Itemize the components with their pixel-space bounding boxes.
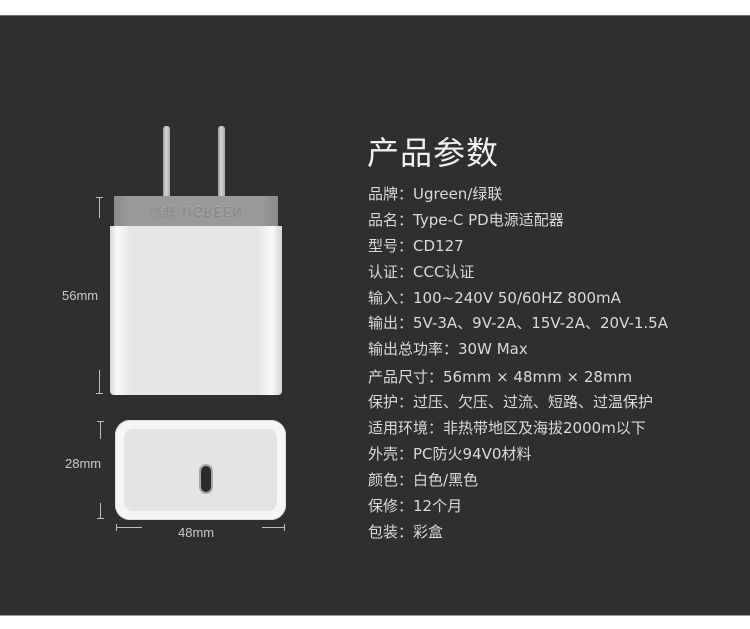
plug-prong-right [218,126,225,198]
spec-label: 输出总功率： [368,340,459,359]
spec-value: CCC认证 [413,262,475,281]
spec-label: 输入： [368,288,414,307]
charger-body [110,226,282,395]
spec-title: 产品参数 [367,134,500,172]
spec-item-model: 型号：CD127 [368,236,668,262]
spec-item-casing: 外壳：PC防火94V0材料 [368,444,668,470]
spec-item-brand: 品牌：Ugreen/绿联 [368,184,668,210]
spec-label: 包装： [368,522,414,541]
width-dimension-left-marker [116,524,142,531]
spec-label: 颜色： [368,470,414,489]
spec-value: 12个月 [413,496,463,515]
spec-label: 适用环境： [368,419,444,438]
spec-label: 型号： [368,236,414,255]
spec-item-total-power: 输出总功率：30W Max [368,339,668,365]
spec-label: 产品尺寸： [368,368,444,387]
spec-label: 认证： [368,262,414,281]
spec-item-dimensions: 产品尺寸：56mm × 48mm × 28mm [368,365,668,392]
spec-value: Ugreen/绿联 [413,185,503,203]
spec-item-input: 输入：100~240V 50/60HZ 800mA [368,288,668,314]
spec-value: 100~240V 50/60HZ 800mA [413,288,621,307]
spec-item-environment: 适用环境：非热带地区及海拔2000m以下 [368,418,668,444]
spec-item-warranty: 保修：12个月 [368,496,668,522]
depth-dimension-label: 28mm [65,456,102,471]
spec-item-protection: 保护：过压、欠压、过流、短路、过温保护 [368,392,668,418]
spec-label: 品名： [368,210,414,229]
charger-top-band: 绿联 UGREEN [114,196,278,227]
spec-item-packaging: 包装：彩盒 [368,522,668,548]
depth-dimension-bottom-marker [97,503,104,519]
charger-bottom-face [124,429,277,511]
depth-dimension-top-marker [97,421,104,439]
spec-list: 品牌：Ugreen/绿联 品名：Type-C PD电源适配器 型号：CD127 … [368,184,668,548]
spec-label: 品牌： [368,185,414,203]
spec-value: CD127 [413,236,464,255]
width-dimension-right-marker [262,524,285,531]
spec-label: 输出： [368,314,414,333]
spec-value: 5V-3A、9V-2A、15V-2A、20V-1.5A [413,314,668,333]
spec-value: 30W Max [458,340,528,359]
spec-value: 非热带地区及海拔2000m以下 [443,419,646,438]
brand-logo-embossed: 绿联 UGREEN [149,203,243,218]
spec-item-certification: 认证：CCC认证 [368,262,668,288]
width-dimension-label: 48mm [178,525,215,540]
plug-prong-left [163,126,170,198]
height-dimension-top-marker [96,197,103,218]
usb-c-port-icon [201,466,211,492]
spec-value: Type-C PD电源适配器 [413,210,564,229]
spec-label: 保修： [368,496,414,515]
spec-value: 56mm × 48mm × 28mm [443,368,633,387]
spec-value: 彩盒 [413,522,444,541]
height-dimension-bottom-marker [96,370,103,394]
spec-value: PC防火94V0材料 [413,445,532,464]
spec-item-product-name: 品名：Type-C PD电源适配器 [368,210,668,236]
spec-label: 外壳： [368,445,414,464]
spec-label: 保护： [368,393,414,412]
spec-value: 过压、欠压、过流、短路、过温保护 [413,393,654,412]
height-dimension-label: 56mm [62,288,99,303]
spec-item-output: 输出：5V-3A、9V-2A、15V-2A、20V-1.5A [368,313,668,339]
charger-bottom-view [115,420,286,520]
spec-value: 白色/黑色 [413,470,479,489]
spec-item-color: 颜色：白色/黑色 [368,470,668,496]
